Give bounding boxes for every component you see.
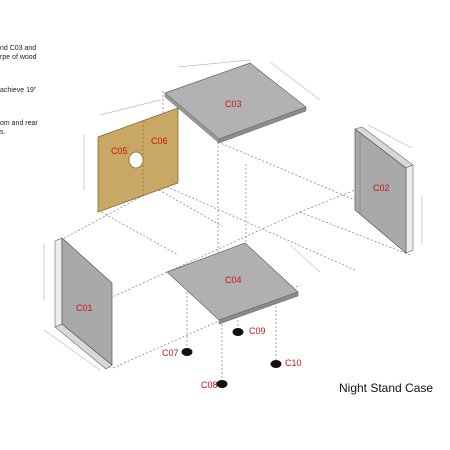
label-c07: C07 xyxy=(162,348,179,358)
note-line-2: rpe of wood xyxy=(0,54,37,61)
panel-c04 xyxy=(166,242,299,325)
dimension-marks xyxy=(43,59,423,371)
panel-c03 xyxy=(164,62,307,144)
label-c10: C10 xyxy=(285,358,302,368)
label-c03: C03 xyxy=(225,99,242,109)
panel-c02 xyxy=(354,126,414,254)
assembly-notes: nd C03 and rpe of wood achieve 19" om an… xyxy=(0,0,60,140)
label-c08: C08 xyxy=(201,380,218,390)
label-c04: C04 xyxy=(225,275,242,285)
cable-hole xyxy=(128,151,144,169)
note-line-3: achieve 19" xyxy=(0,87,37,94)
label-c05: C05 xyxy=(111,146,128,156)
foot-c10 xyxy=(270,360,282,368)
label-c02: C02 xyxy=(373,183,390,193)
feet xyxy=(181,328,282,388)
label-c09: C09 xyxy=(249,326,266,336)
note-line-5: s. xyxy=(0,129,6,136)
diagram-caption: Night Stand Case xyxy=(339,381,434,395)
label-c06: C06 xyxy=(151,136,168,146)
foot-c08 xyxy=(216,380,228,388)
note-line-1: nd C03 and xyxy=(0,45,37,52)
label-c01: C01 xyxy=(76,303,93,313)
panel-c01 xyxy=(54,237,113,370)
panel-c05-c06 xyxy=(97,107,179,213)
note-line-4: om and rear xyxy=(0,120,38,127)
foot-c07 xyxy=(181,348,193,356)
foot-c09 xyxy=(232,328,244,336)
assembly-guides xyxy=(56,89,411,380)
